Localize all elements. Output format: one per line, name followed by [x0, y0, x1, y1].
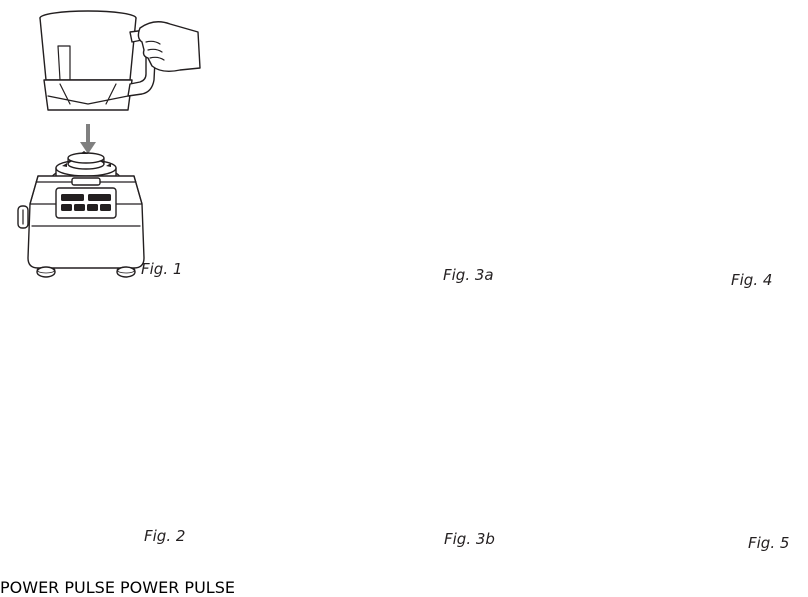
figure-3a-label: Fig. 3a — [443, 266, 494, 284]
pulse-button-label: PULSE — [64, 578, 115, 597]
figure-3b-label: Fig. 3b — [444, 530, 495, 548]
figure-4-label: Fig. 4 — [731, 271, 773, 289]
figure-3b-illustration: POWER PULSE — [120, 578, 235, 597]
figure-1-label: Fig. 1 — [141, 260, 183, 278]
power-button-label: POWER — [120, 578, 180, 597]
figure-1-illustration — [17, 10, 201, 278]
pulse-button-label: PULSE — [184, 578, 235, 597]
figure-3a-illustration: POWER PULSE — [0, 578, 120, 597]
figure-5-label: Fig. 5 — [748, 534, 790, 552]
power-button-label: POWER — [0, 578, 60, 597]
instruction-diagram: POWER PULSE POWER PULSE — [0, 10, 790, 597]
figure-2-label: Fig. 2 — [144, 527, 186, 545]
